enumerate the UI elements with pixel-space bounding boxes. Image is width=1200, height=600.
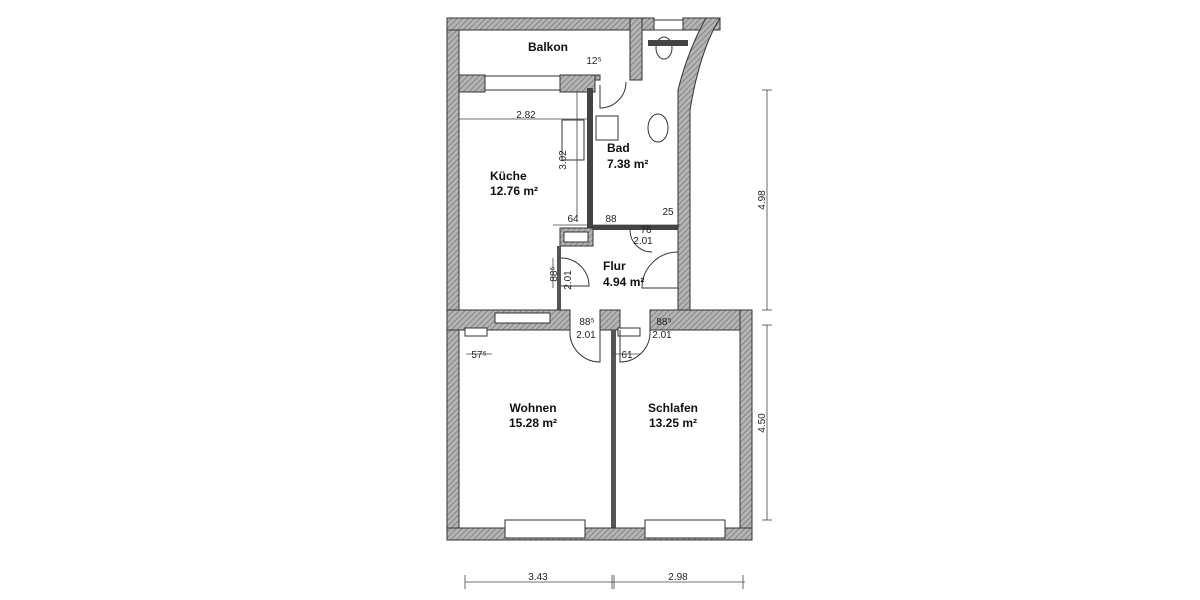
dim-bottom-left: 3.43 [528,572,548,583]
door-balcony[interactable] [599,81,627,109]
dim-25: 25 [662,207,674,218]
dim-bottom-right: 2.98 [668,572,688,583]
dim-kueche-width: 2.82 [516,110,536,121]
door-entrance[interactable] [641,251,679,289]
dim-bad-door-height: 2.01 [633,236,653,247]
dim-right-lower: 4.50 [757,413,768,433]
door-bad[interactable] [629,229,653,253]
room-wohnen-area: 15.28 m² [509,416,557,430]
room-schlafen-area: 13.25 m² [649,416,697,430]
door-kueche[interactable] [560,257,590,287]
dim-balkon-gap: 12⁵ [586,56,601,67]
toilet-icon [655,36,673,60]
dim-kueche-depth: 3.02 [558,150,569,170]
room-wohnen-name: Wohnen [509,401,556,415]
room-schlafen-name: Schlafen [648,401,698,415]
walls [446,17,753,541]
dim-flur-door-height: 2.01 [563,270,574,290]
room-bad-area: 7.38 m² [607,157,648,171]
door-wohnen[interactable] [569,329,601,363]
dim-right-upper: 4.98 [757,190,768,210]
washbasin-icon [647,113,669,143]
fixtures [560,36,688,363]
shower-icon [595,115,619,141]
dim-schlafen-reveal: 61 [621,350,633,361]
room-labels: Balkon Küche 12.76 m² Bad 7.38 m² Flur 4… [490,40,698,430]
dimension-labels: 12⁵ 2.82 3.02 64 88 25 76 2.01 88⁵ 2.01 … [471,56,768,583]
dim-88: 88 [605,214,617,225]
room-flur-name: Flur [603,259,626,273]
room-bad-name: Bad [607,141,630,155]
door-schlafen[interactable] [619,329,651,363]
dim-wohnen-door-height: 2.01 [576,330,596,341]
dim-flur-door-width: 88⁵ [549,266,560,281]
dim-bad-door-width: 76 [640,225,652,236]
dim-64: 64 [567,214,579,225]
room-flur-area: 4.94 m² [603,275,644,289]
dim-wohnen-reveal: 57⁵ [471,350,486,361]
dim-schlafen-door-height: 2.01 [652,330,672,341]
dim-schlafen-door-width: 88⁵ [656,317,671,328]
room-kueche-name: Küche [490,169,527,183]
sink-icon [561,119,585,161]
room-balkon-name: Balkon [528,40,568,54]
dimension-lines [459,89,772,589]
dim-wohnen-door-width: 88⁵ [579,317,594,328]
room-kueche-area: 12.76 m² [490,184,538,198]
